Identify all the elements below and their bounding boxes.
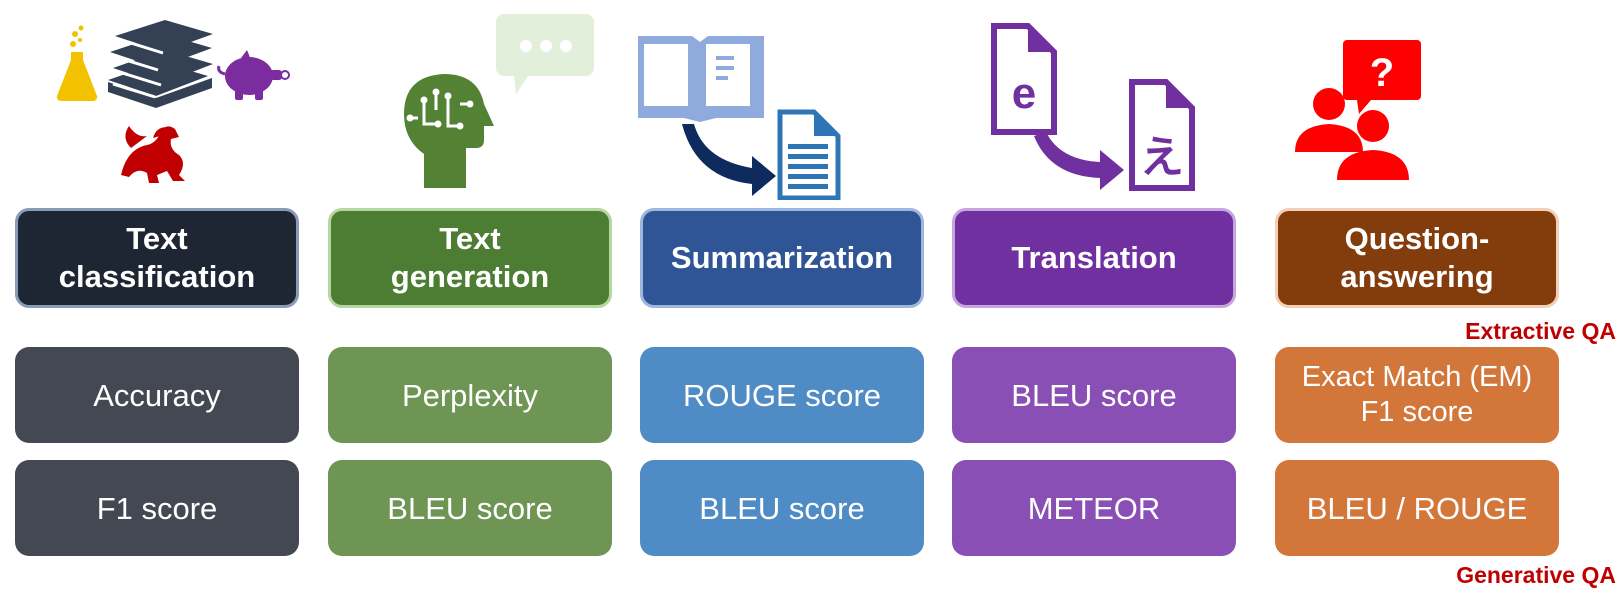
- column-summarization: Summarization ROUGE score BLEU score: [638, 0, 928, 597]
- metric-rouge-score: ROUGE score: [640, 347, 924, 443]
- metric-exact-match-f1: Exact Match (EM) F1 score: [1275, 347, 1559, 443]
- translation-icons: e え: [950, 0, 1240, 200]
- piggy-bank-icon: [217, 50, 290, 100]
- speech-bubble-icon: [496, 14, 594, 94]
- task-label: Text generation: [390, 221, 550, 294]
- document-icon: [777, 109, 841, 200]
- flask-icon: [56, 25, 98, 102]
- metric-label: BLEU / ROUGE: [1306, 490, 1528, 526]
- task-text-generation: Text generation: [328, 208, 612, 308]
- column-text-generation: Text generation Perplexity BLEU score: [326, 0, 616, 597]
- question-answering-icons: ?: [1273, 0, 1563, 200]
- open-book-icon: [638, 36, 764, 122]
- people-question-icon: ?: [1295, 40, 1421, 180]
- metric-accuracy: Accuracy: [15, 347, 299, 443]
- column-text-classification: Text classification Accuracy F1 score: [13, 0, 303, 597]
- generative-qa-label: Generative QA: [1456, 562, 1616, 588]
- dragon-icon: [121, 126, 185, 183]
- task-label: Text classification: [58, 221, 256, 294]
- document-e-icon: e: [991, 23, 1057, 135]
- metric-label: BLEU score: [387, 490, 553, 526]
- books-icon: [108, 20, 213, 108]
- document-e-letter: e: [1012, 69, 1036, 118]
- svg-text:?: ?: [1370, 51, 1394, 95]
- task-summarization: Summarization: [640, 208, 924, 308]
- task-question-answering: Question- answering: [1275, 208, 1559, 308]
- text-generation-icons: [326, 0, 616, 200]
- metric-label: Accuracy: [93, 377, 221, 413]
- column-translation: e え Translation BLEU score METEOR: [950, 0, 1240, 597]
- metric-label: BLEU score: [1011, 377, 1177, 413]
- metric-label: Exact Match (EM) F1 score: [1301, 361, 1533, 428]
- metric-f1-score: F1 score: [15, 460, 299, 556]
- metric-meteor: METEOR: [952, 460, 1236, 556]
- task-translation: Translation: [952, 208, 1236, 308]
- curved-arrow-icon: [1034, 132, 1124, 190]
- task-label: Summarization: [670, 240, 894, 275]
- task-text-classification: Text classification: [15, 208, 299, 308]
- text-classification-icons: [13, 0, 303, 200]
- task-label: Translation: [1011, 240, 1177, 275]
- ai-head-icon: [404, 74, 494, 188]
- extractive-qa-label: Extractive QA: [1465, 318, 1616, 344]
- metric-label: ROUGE score: [682, 377, 882, 413]
- metric-bleu-score: BLEU score: [328, 460, 612, 556]
- metric-bleu-rouge: BLEU / ROUGE: [1275, 460, 1559, 556]
- metric-label: BLEU score: [699, 490, 865, 526]
- metric-label: Perplexity: [401, 377, 539, 413]
- curved-arrow-icon: [682, 124, 776, 196]
- metric-label: F1 score: [96, 490, 218, 526]
- document-japanese-letter: え: [1140, 132, 1184, 183]
- metric-bleu-score: BLEU score: [952, 347, 1236, 443]
- task-label: Question- answering: [1340, 221, 1494, 294]
- metric-label: METEOR: [1027, 490, 1161, 526]
- metric-bleu-score: BLEU score: [640, 460, 924, 556]
- summarization-icons: [638, 0, 928, 200]
- metric-perplexity: Perplexity: [328, 347, 612, 443]
- document-e-japanese-icon: え: [1129, 79, 1195, 191]
- column-question-answering: ? Question- answering Exact Match (EM) F…: [1273, 0, 1563, 597]
